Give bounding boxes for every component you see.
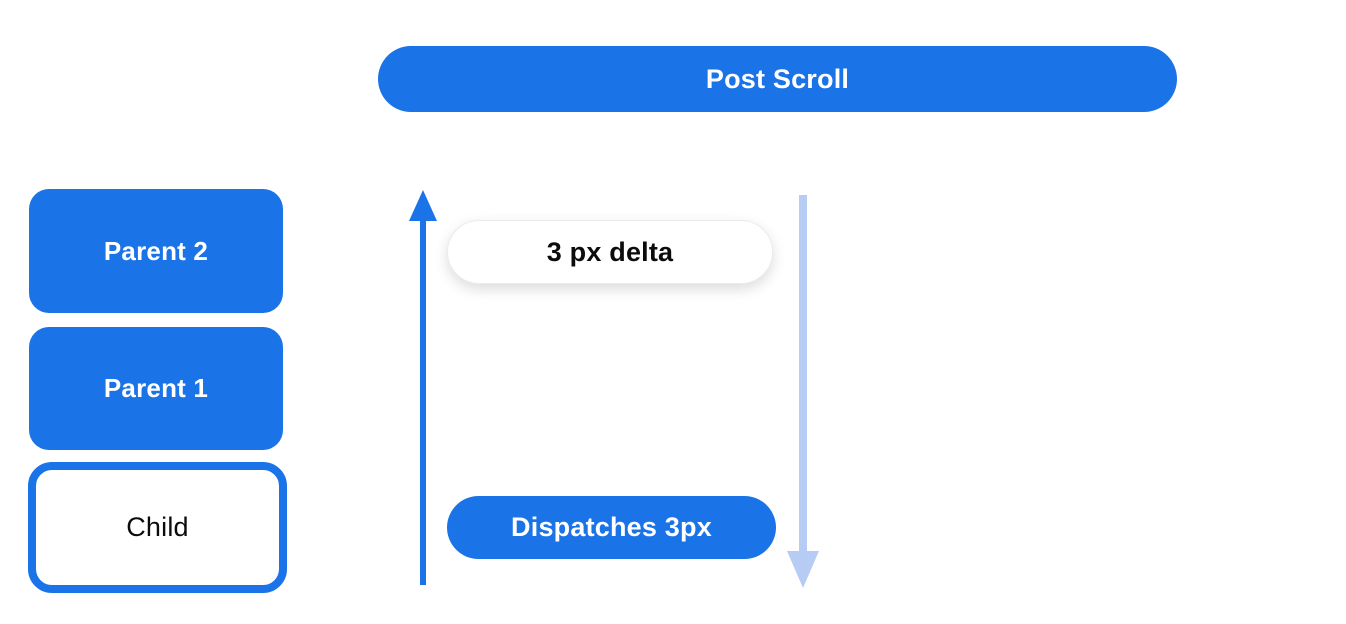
down-arrow-icon	[787, 195, 819, 588]
post-scroll-pill: Post Scroll	[378, 46, 1177, 112]
parent-2-label: Parent 2	[103, 235, 209, 266]
delta-pill: 3 px delta	[447, 220, 773, 284]
child-box: Child	[28, 462, 287, 593]
post-scroll-label: Post Scroll	[705, 63, 850, 94]
parent-2-box: Parent 2	[29, 189, 283, 313]
delta-label: 3 px delta	[546, 236, 674, 267]
child-label: Child	[126, 512, 189, 542]
parent-1-box: Parent 1	[29, 327, 283, 450]
dispatches-pill: Dispatches 3px	[447, 496, 776, 559]
up-arrow-icon	[409, 190, 437, 585]
parent-1-label: Parent 1	[103, 373, 209, 403]
dispatches-label: Dispatches 3px	[511, 512, 712, 542]
